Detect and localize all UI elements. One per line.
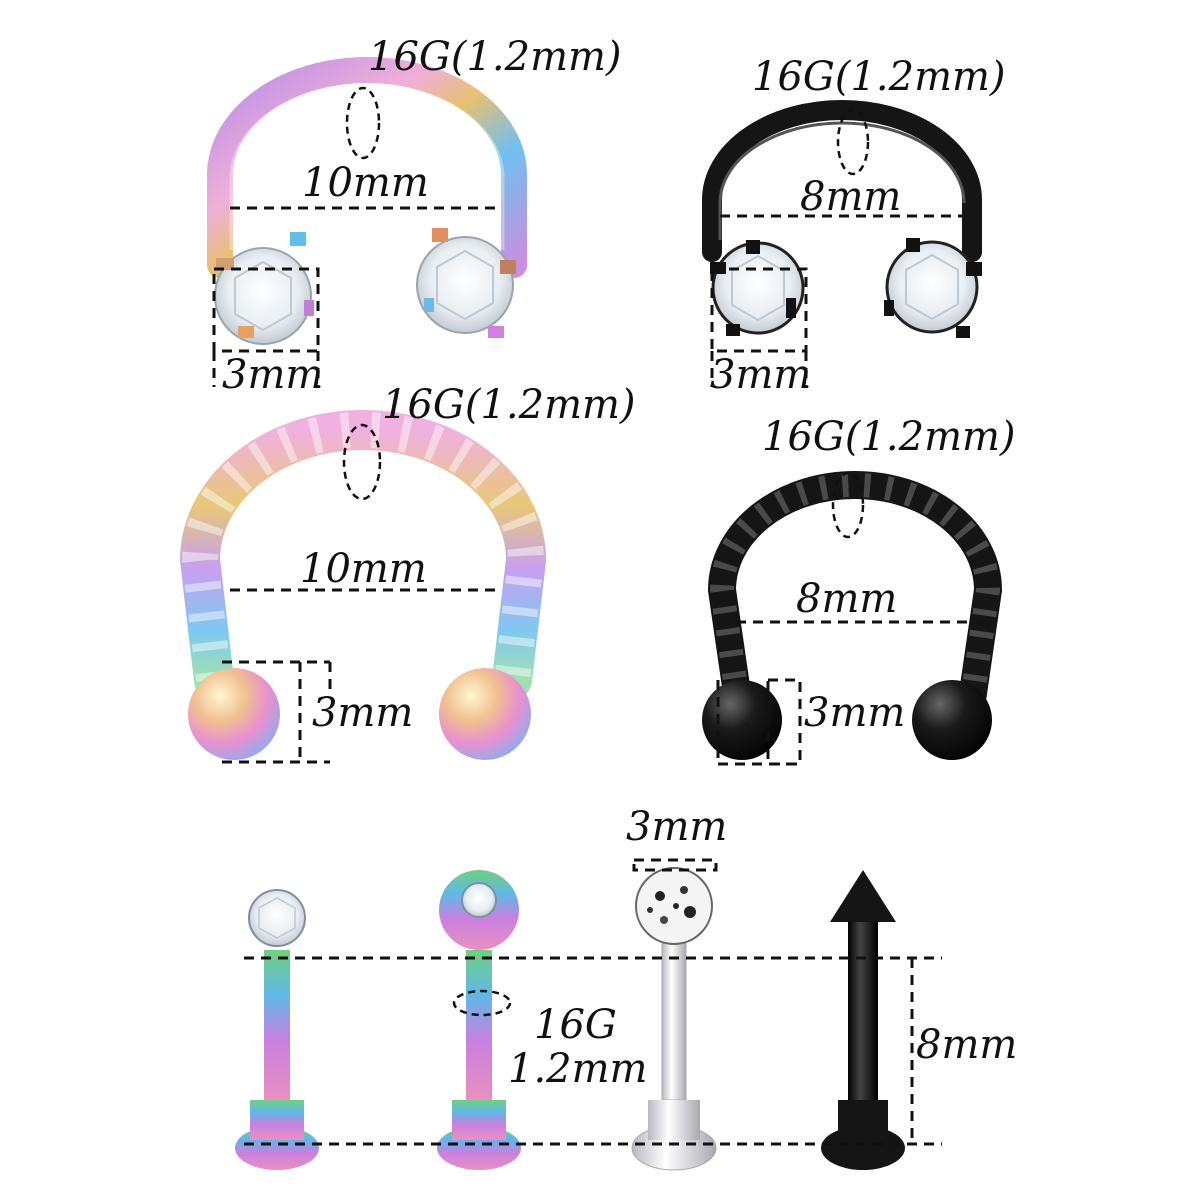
gem-right	[884, 238, 982, 338]
ring1-gauge-label: 16G(1.2mm)	[368, 34, 622, 80]
labret-gauge-label-line2: 1.2mm	[508, 1046, 647, 1092]
ring1-gem-label: 3mm	[222, 352, 323, 398]
ball-right	[439, 668, 531, 760]
ring2-diameter-label: 8mm	[800, 174, 901, 220]
ring1-diameter-label: 10mm	[302, 160, 429, 206]
ball-left	[188, 668, 280, 760]
ring2-gem-label: 3mm	[710, 352, 811, 398]
ring3-ball-label: 3mm	[312, 690, 413, 736]
labret-length-label: 8mm	[916, 1022, 1017, 1068]
labret-top-size-label: 3mm	[626, 804, 727, 850]
ring2-gauge-label: 16G(1.2mm)	[752, 54, 1006, 100]
rainbow-twisted-horseshoe-ball-ring	[179, 410, 547, 764]
black-horseshoe-gem-ring	[702, 100, 982, 387]
labret-silver-glitter	[631, 867, 717, 1171]
ball-left	[702, 680, 782, 760]
ring4-ball-label: 3mm	[804, 690, 905, 736]
gem-right	[416, 228, 516, 338]
labret-rainbow-ball-gem	[437, 870, 521, 1170]
black-twisted-horseshoe-ball-ring	[702, 471, 1003, 766]
ring3-diameter-label: 10mm	[300, 546, 427, 592]
labret-dimension-lines	[244, 858, 942, 1146]
ring3-gauge-label: 16G(1.2mm)	[382, 382, 636, 428]
labret-black-spike	[821, 870, 905, 1170]
labret-rainbow-gem	[235, 889, 319, 1170]
ball-right	[912, 680, 992, 760]
rainbow-horseshoe-gem-ring	[207, 57, 527, 387]
gem-left	[214, 232, 314, 345]
labret-gauge-label-line1: 16G	[534, 1002, 617, 1048]
ring4-diameter-label: 8mm	[796, 576, 897, 622]
ring4-gauge-label: 16G(1.2mm)	[762, 414, 1016, 460]
gem-left	[710, 240, 805, 336]
